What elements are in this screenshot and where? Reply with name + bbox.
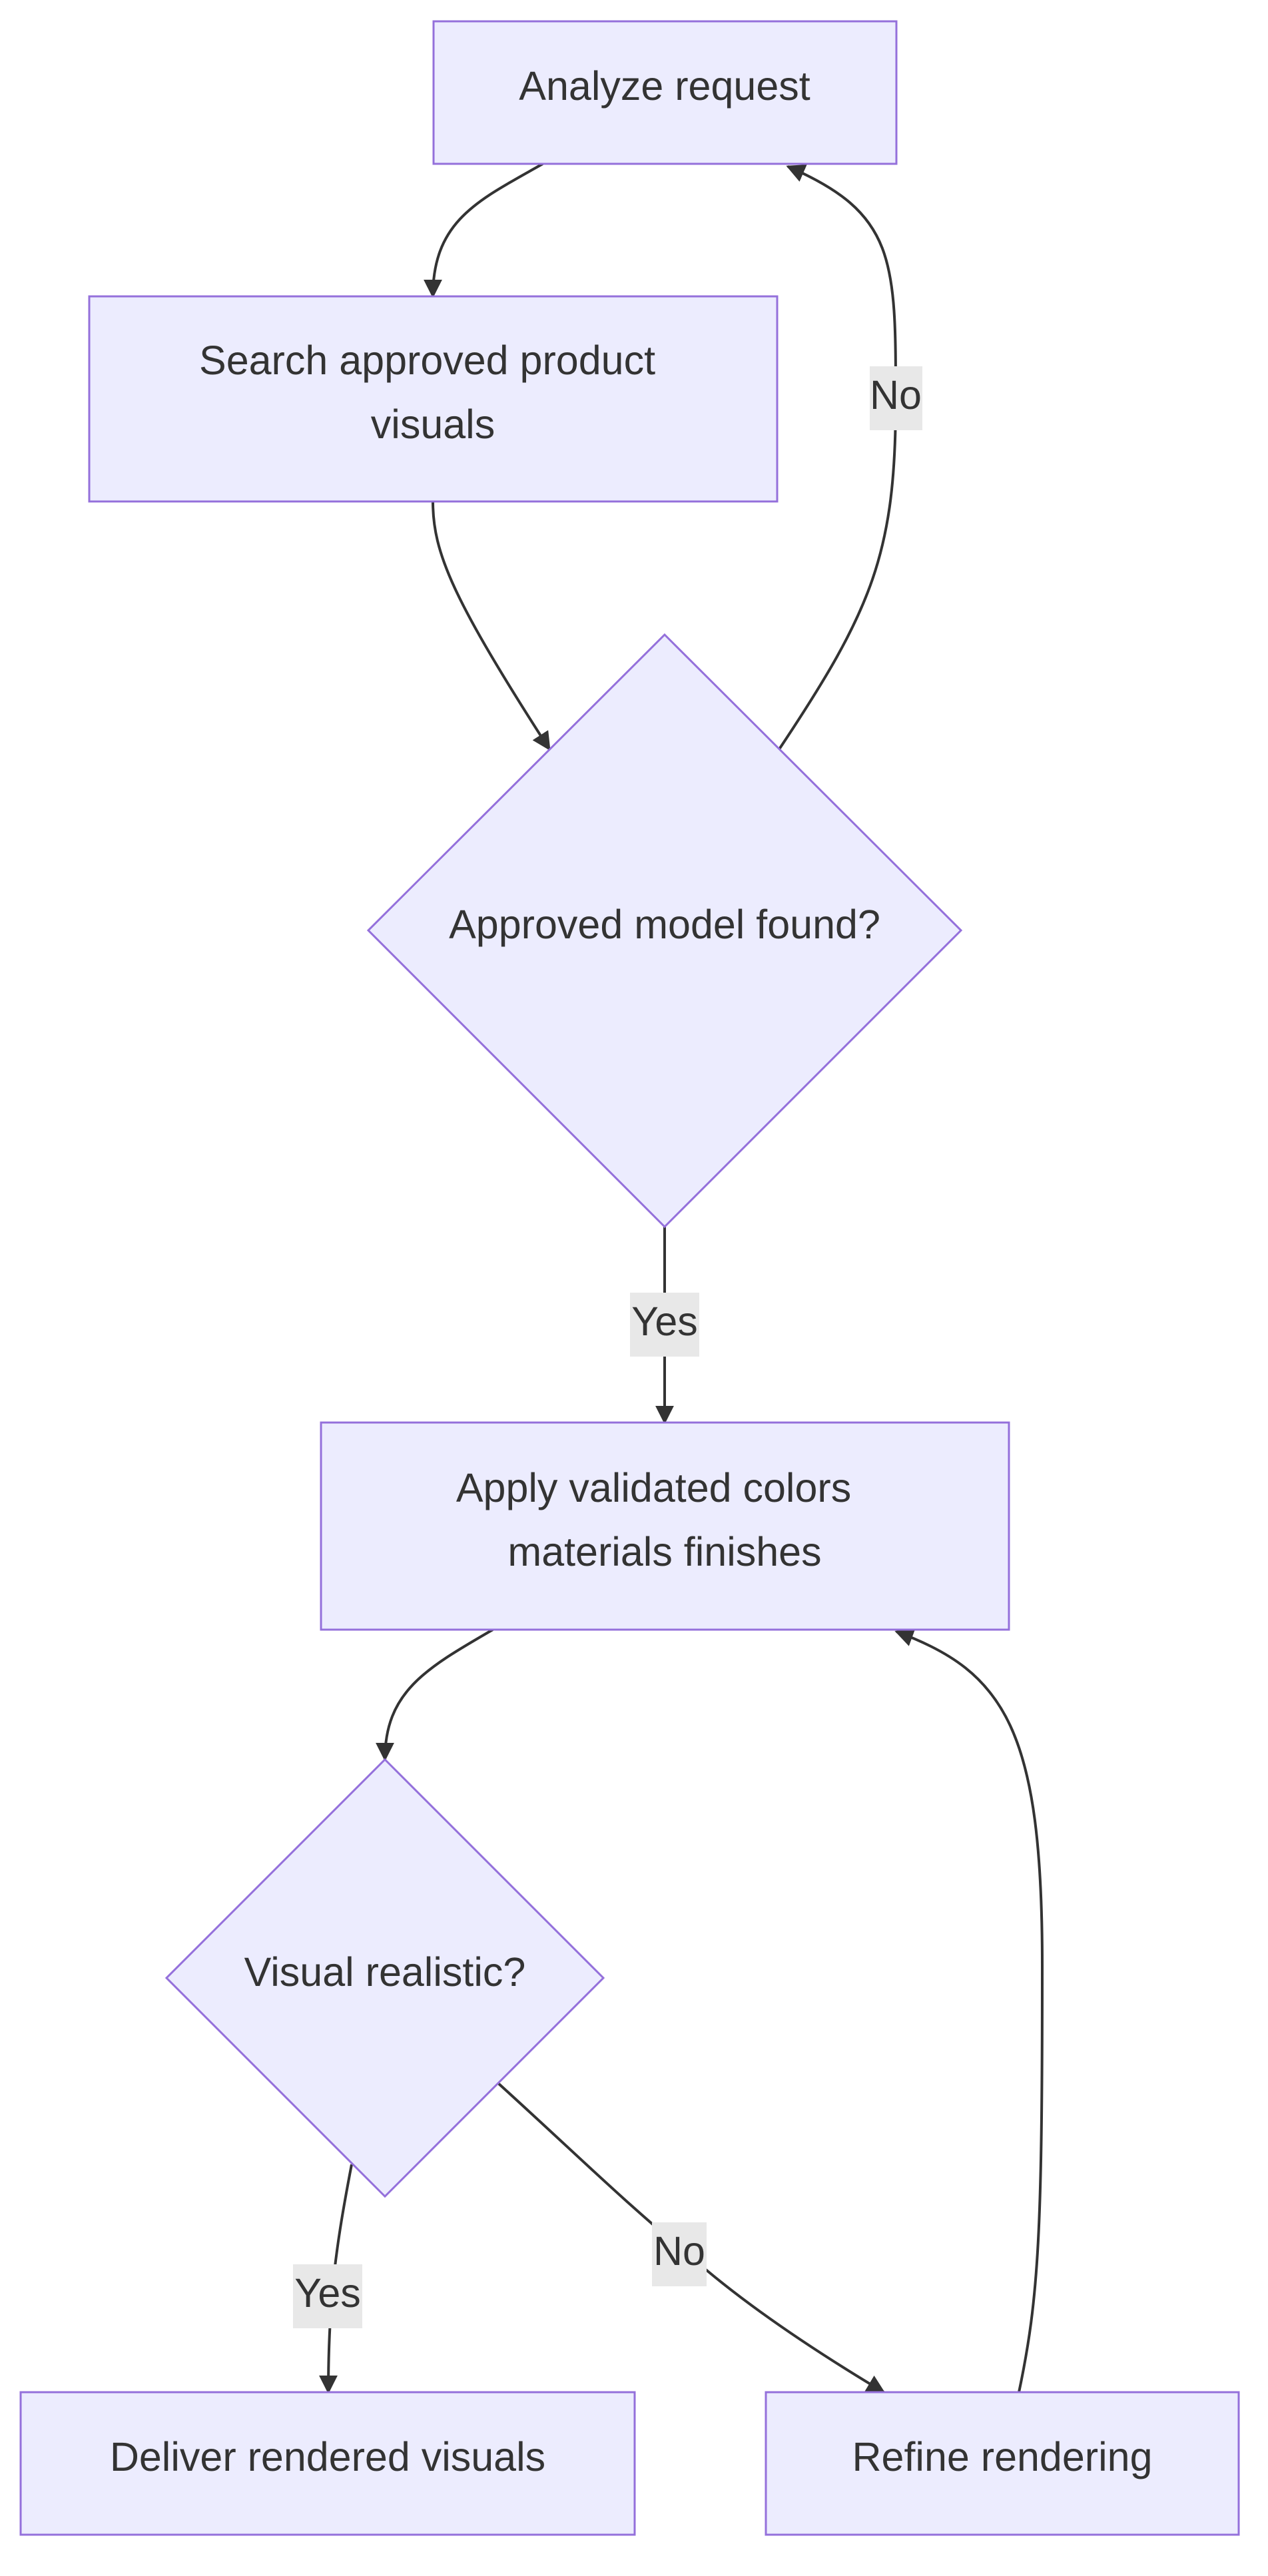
decision-visual-realistic-label: Visual realistic? [244,1949,526,1995]
edge-label-visual-no: No [652,2222,707,2286]
edge-analyze-to-search [424,162,543,298]
edge-label-model-no-text: No [870,372,922,418]
node-analyze-request: Analyze request [432,20,898,165]
node-deliver-rendered-visuals: Deliver rendered visuals [19,2391,636,2536]
node-analyze-request-box [432,20,898,165]
decision-approved-model-found-label: Approved model found? [449,902,880,947]
node-apply-validated-colors-box [320,1421,1010,1631]
node-search-approved-visuals-box [88,295,779,503]
edge-label-visual-yes: Yes [293,2264,362,2328]
edge-labels: No Yes Yes No [293,366,922,2328]
node-deliver-rendered-visuals-label: Deliver rendered visuals [110,2434,545,2479]
node-search-approved-visuals-label: Search approved product visuals [199,338,667,447]
node-apply-validated-colors-label: Apply validated colors materials finishe… [456,1465,862,1574]
node-refine-rendering-box [765,2391,1240,2536]
edge-label-model-yes: Yes [630,1293,699,1357]
edge-label-visual-yes-text: Yes [294,2270,361,2316]
edge-decision-model-no-to-analyze [778,164,898,751]
decision-visual-realistic: Visual realistic? [164,1758,605,2198]
node-refine-rendering: Refine rendering [765,2391,1240,2536]
decision-approved-model-found: Approved model found? [366,633,963,1229]
edge-label-model-no: No [870,366,922,430]
node-deliver-rendered-visuals-box [19,2391,636,2536]
node-refine-rendering-label: Refine rendering [852,2434,1152,2479]
edge-label-visual-no-text: No [653,2228,705,2274]
edge-search-to-decision-model [432,501,551,751]
edge-apply-to-decision-visual [376,1628,494,1762]
node-apply-validated-colors: Apply validated colors materials finishe… [320,1421,1010,1631]
node-analyze-request-label: Analyze request [519,63,810,109]
edge-label-model-yes-text: Yes [631,1299,698,1344]
node-search-approved-visuals: Search approved product visuals [88,295,779,503]
edge-refine-to-apply [894,1628,1044,2393]
decision-visual-realistic-diamond [164,1758,605,2198]
decision-approved-model-found-diamond [366,633,963,1229]
